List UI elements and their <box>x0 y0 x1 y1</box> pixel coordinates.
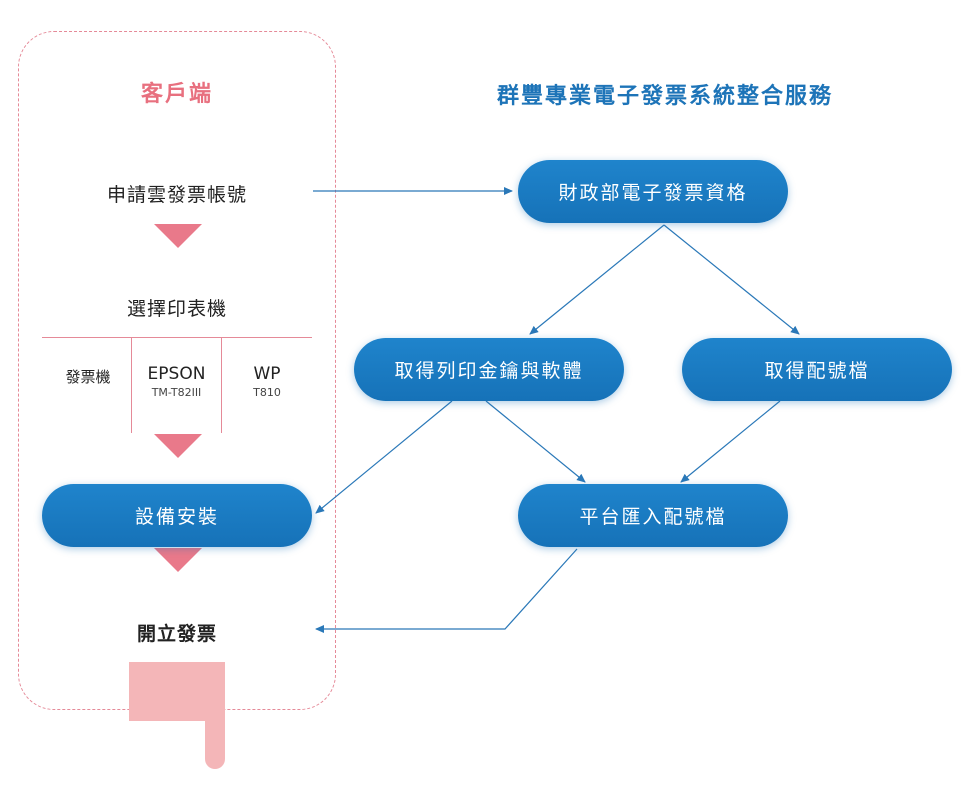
step-print-key-software-label: 取得列印金鑰與軟體 <box>394 360 584 382</box>
arrow-qualification-to-print-key <box>529 224 665 335</box>
printer-option-wp: WP T810 <box>222 364 312 399</box>
step-select-printer: 選擇印表機 <box>126 298 227 320</box>
service-title: 群豐專業電子發票系統整合服務 <box>496 84 833 109</box>
step-import-number-file: 平台匯入配號檔 <box>518 484 788 547</box>
step-device-install: 設備安裝 <box>42 484 312 547</box>
step-number-file-label: 取得配號檔 <box>764 360 870 382</box>
client-title: 客戶端 <box>140 82 213 107</box>
step-import-number-file-label: 平台匯入配號檔 <box>579 506 727 528</box>
arrow-number-file-to-import <box>680 400 781 483</box>
step-print-key-software: 取得列印金鑰與軟體 <box>354 338 624 401</box>
arrow-import-to-issue <box>315 548 578 633</box>
step-number-file: 取得配號檔 <box>682 338 952 401</box>
printer-table-divider <box>42 337 312 338</box>
printer-option-model: T810 <box>253 386 281 399</box>
printer-label: 發票機 <box>65 368 111 386</box>
step-apply-account: 申請雲發票帳號 <box>106 184 247 206</box>
arrow-qualification-to-number-file <box>663 224 800 335</box>
step-device-install-label: 設備安裝 <box>134 506 219 528</box>
arrow-print-key-to-install <box>315 400 453 514</box>
printer-option-name: WP <box>253 364 281 384</box>
step-mof-qualification: 財政部電子發票資格 <box>518 160 788 223</box>
printer-option-name: EPSON <box>147 364 206 384</box>
step-mof-qualification-label: 財政部電子發票資格 <box>558 182 748 204</box>
step-down-arrow-icon <box>154 548 202 572</box>
arrow-print-key-to-import <box>485 400 586 483</box>
step-down-arrow-icon <box>154 434 202 458</box>
decorative-block <box>129 662 225 721</box>
printer-option-epson: EPSON TM-T82III <box>132 364 221 399</box>
step-down-arrow-icon <box>154 224 202 248</box>
printer-option-model: TM-T82III <box>151 386 202 399</box>
decorative-block-tail <box>205 715 225 769</box>
step-issue-invoice: 開立發票 <box>136 623 217 645</box>
printer-column-divider <box>131 337 132 433</box>
printer-column-divider <box>221 337 222 433</box>
